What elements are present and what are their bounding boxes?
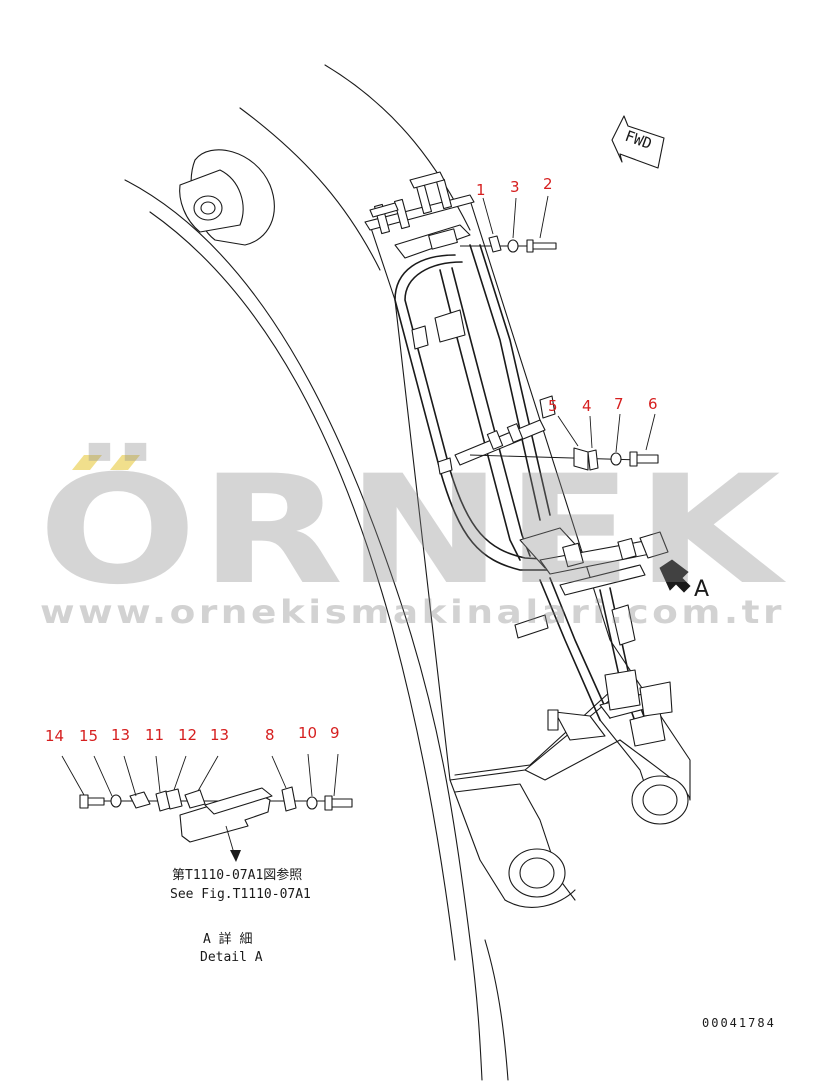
drawing-number: 00041784 bbox=[702, 1016, 776, 1030]
detail-a-region bbox=[514, 527, 669, 646]
callout-11: 11 bbox=[145, 726, 164, 744]
fwd-arrow-indicator bbox=[611, 115, 665, 169]
detail-en: Detail A bbox=[200, 950, 263, 965]
callout-13-right: 13 bbox=[210, 726, 229, 744]
callout-4: 4 bbox=[582, 397, 592, 415]
washer-part-3 bbox=[507, 239, 519, 253]
callout-10: 10 bbox=[298, 724, 317, 742]
reference-jp: 第T1110-07A1図参照 bbox=[172, 867, 302, 883]
watermark-accent-left bbox=[72, 455, 102, 470]
view-label: A bbox=[694, 577, 709, 602]
bolt-part-14 bbox=[79, 794, 105, 809]
exploded-parts-mid bbox=[469, 413, 659, 471]
washer-part-15 bbox=[110, 794, 122, 808]
plate-part-13a bbox=[129, 791, 151, 809]
top-clamp-assembly bbox=[364, 171, 475, 350]
watermark-url: www.ornekismakinalari.com.tr bbox=[40, 593, 785, 631]
clamp-part-1 bbox=[488, 235, 502, 253]
watermark-brand: ÖRNEK bbox=[38, 442, 786, 618]
callout-8: 8 bbox=[265, 726, 275, 744]
boom-foot-bosses bbox=[508, 775, 689, 898]
callout-13-left: 13 bbox=[111, 726, 130, 744]
callout-5: 5 bbox=[548, 397, 558, 415]
callout-12: 12 bbox=[178, 726, 197, 744]
callout-14: 14 bbox=[45, 727, 64, 745]
callout-2: 2 bbox=[543, 175, 553, 193]
bolt-part-9 bbox=[324, 795, 353, 811]
callout-15: 15 bbox=[79, 727, 98, 745]
plate-part-13b bbox=[184, 789, 206, 809]
callout-7: 7 bbox=[614, 395, 624, 413]
washer-part-7 bbox=[610, 452, 622, 466]
callout-9: 9 bbox=[330, 724, 340, 742]
mid-clamp-row bbox=[437, 395, 556, 475]
detail-jp: A 詳 細 bbox=[203, 931, 252, 947]
clamp-part-8 bbox=[281, 786, 297, 812]
bolt-part-2 bbox=[526, 239, 557, 253]
bolt-part-6 bbox=[629, 451, 659, 467]
watermark: ÖRNEK www.ornekismakinalari.com.tr bbox=[38, 442, 786, 631]
reference-en: See Fig.T1110-07A1 bbox=[170, 887, 311, 902]
boom-outline bbox=[124, 64, 509, 1081]
spacer-part-5 bbox=[573, 447, 589, 471]
callout-6: 6 bbox=[648, 395, 658, 413]
exploded-parts-top bbox=[460, 195, 557, 253]
callout-1: 1 bbox=[476, 181, 486, 199]
view-a-arrow bbox=[659, 559, 691, 593]
washer-part-10 bbox=[306, 796, 318, 810]
detail-a-exploded bbox=[61, 753, 353, 862]
callout-3: 3 bbox=[510, 178, 520, 196]
boom-top-boss bbox=[179, 149, 275, 246]
lower-clamp-assembly bbox=[547, 669, 673, 747]
watermark-accent-right bbox=[110, 455, 140, 470]
clamp-part-4 bbox=[587, 449, 599, 471]
